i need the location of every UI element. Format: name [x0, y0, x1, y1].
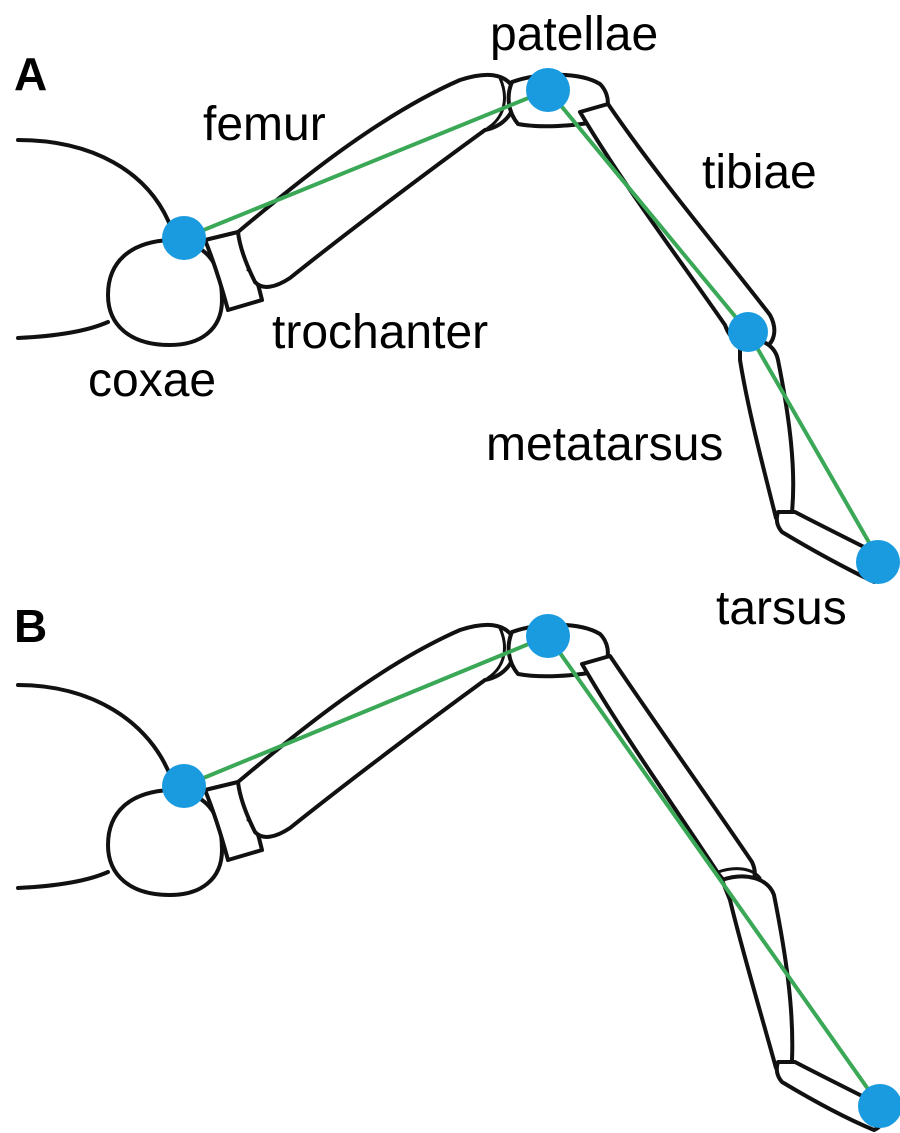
label-trochanter: trochanter	[272, 306, 488, 359]
label-coxae: coxae	[88, 354, 216, 407]
panel-a-joint-metatarsus	[728, 312, 768, 352]
panel-a-joint-tarsus	[856, 540, 900, 584]
panel-a-joint-coxa	[162, 216, 206, 260]
panel-b-body-outline	[18, 685, 172, 780]
panel-b-tibia	[582, 656, 755, 888]
panel-a-joint-patella	[526, 68, 570, 112]
panel-b-femur	[238, 625, 515, 837]
panel-a-body-outline-lower	[18, 322, 108, 338]
label-metatarsus: metatarsus	[486, 418, 723, 471]
panel-b-joint-patella	[526, 614, 570, 658]
label-tibiae: tibiae	[702, 146, 817, 199]
panel-a-coxa	[108, 240, 222, 345]
panel-b-joint-tarsus	[858, 1084, 900, 1128]
panel-a-body-outline	[18, 140, 172, 230]
panel-a-line-patella-metatarsus	[548, 90, 748, 332]
panel-b-metatarsus	[722, 876, 792, 1071]
label-patellae: patellae	[490, 8, 658, 61]
panel-a-letter: A	[14, 48, 47, 100]
panel-b-line-patella-tarsus	[548, 636, 880, 1106]
panel-b-letter: B	[14, 600, 47, 652]
label-femur: femur	[203, 98, 326, 151]
panel-b-coxa	[108, 790, 222, 895]
panel-b-joint-coxa	[162, 764, 206, 808]
panel-b-body-outline-lower	[18, 872, 108, 888]
panel-a: A patell	[14, 8, 900, 635]
label-tarsus: tarsus	[716, 582, 847, 635]
panel-b: B	[14, 600, 900, 1130]
